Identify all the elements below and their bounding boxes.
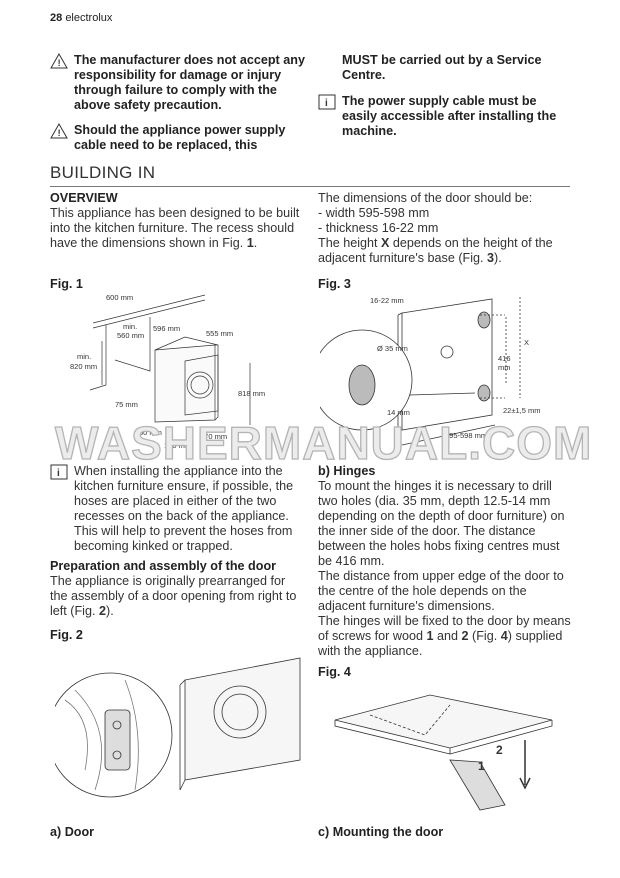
door-thickness: - thickness 16-22 mm	[318, 221, 439, 235]
fig2-label: Fig. 2	[50, 628, 83, 642]
dim-label: 170 mm	[200, 432, 227, 441]
door-dimensions: The dimensions of the door should be: - …	[318, 191, 573, 266]
text: The appliance is originally prearranged …	[50, 574, 297, 618]
dim-label: 560 mm	[117, 331, 144, 340]
overview-text: This appliance has been designed to be b…	[50, 206, 302, 251]
brand-name: electrolux	[65, 12, 113, 24]
text: ).	[106, 604, 114, 618]
dim-label: 60 mm	[139, 428, 162, 437]
dim-label: 100 mm	[164, 441, 191, 450]
dim-label: 555 mm	[206, 329, 233, 338]
svg-text:i: i	[57, 468, 60, 479]
callout-1: 1	[478, 759, 485, 773]
fig-ref: 1	[246, 236, 254, 250]
text: and	[433, 629, 462, 643]
dim-label: 14 mm	[387, 408, 410, 417]
hinges-p2: The distance from upper edge of the door…	[318, 569, 564, 613]
door-width: - width 595-598 mm	[318, 206, 430, 220]
text: ) supplied with the appliance.	[318, 629, 563, 658]
svg-text:!: !	[58, 128, 61, 138]
dim-label: mm	[498, 363, 511, 372]
section-divider	[50, 186, 570, 187]
callout-2: 2	[496, 743, 503, 757]
dim-label: min.	[77, 352, 91, 361]
info-text: When installing the appliance into the k…	[74, 464, 294, 553]
overview-heading: OVERVIEW	[50, 191, 118, 205]
hinges-p3: The hinges will be fixed to the door by …	[318, 614, 573, 659]
text: This appliance has been designed to be b…	[50, 206, 300, 250]
hinges-heading: b) Hinges	[318, 464, 376, 478]
dim-label: 600 mm	[106, 293, 133, 302]
watermark: WASHERMANUAL.COM	[54, 416, 593, 469]
overview-block: OVERVIEW This appliance has been designe…	[50, 191, 302, 251]
text: The hinges will be fixed to the door by …	[318, 614, 571, 643]
info-install: i When installing the appliance into the…	[50, 464, 302, 554]
warning-cable: ! Should the appliance power supply cabl…	[50, 123, 305, 153]
fig4-label: Fig. 4	[318, 665, 351, 679]
fig-ref: 4	[500, 629, 508, 643]
warning-text: MUST be carried out by a Service Centre.	[342, 53, 542, 82]
dim-label: 820 mm	[70, 362, 97, 371]
text: (Fig.	[468, 629, 501, 643]
fig2-door-hinge-diagram	[55, 657, 301, 798]
fig2-caption: a) Door	[50, 825, 95, 839]
hinges-p1: To mount the hinges it is necessary to d…	[318, 479, 565, 568]
fig3-label: Fig. 3	[318, 277, 351, 291]
fig3-door-diagram: 16-22 mm Ø 35 mm X 416 mm 14 mm 22±1,5 m…	[320, 296, 540, 446]
door-intro: The dimensions of the door should be:	[318, 191, 533, 205]
fig-ref: 2	[99, 604, 107, 618]
warning-triangle-icon: !	[50, 123, 68, 139]
prep-heading: Preparation and assembly of the door	[50, 559, 277, 573]
door-height: The height X depends on the height of th…	[318, 236, 573, 266]
info-icon: i	[318, 94, 336, 110]
warning-triangle-icon: !	[50, 53, 68, 69]
warning-manufacturer: ! The manufacturer does not accept any r…	[50, 53, 305, 113]
dim-label: 818 mm	[238, 389, 265, 398]
fig4-mounting-diagram: 1 2	[334, 694, 553, 811]
page-header: 28 electrolux	[50, 12, 112, 24]
fig-ref: 3	[487, 251, 495, 265]
svg-text:!: !	[58, 58, 61, 68]
warning-continuation: MUST be carried out by a Service Centre.	[318, 53, 573, 83]
dim-label: X	[524, 338, 529, 347]
fig4-caption: c) Mounting the door	[318, 825, 444, 839]
dim-label: 75 mm	[115, 400, 138, 409]
prep-block: Preparation and assembly of the door The…	[50, 559, 302, 619]
info-power-cable: i The power supply cable must be easily …	[318, 94, 573, 139]
warning-text: Should the appliance power supply cable …	[74, 123, 286, 152]
dim-label: Ø 35 mm	[377, 344, 408, 353]
fig1-label: Fig. 1	[50, 277, 83, 291]
info-text: The power supply cable must be easily ac…	[342, 94, 557, 138]
text: The height	[318, 236, 382, 250]
fig1-recess-diagram: 600 mm min. 560 mm 596 mm 555 mm min. 82…	[70, 293, 265, 450]
text: depends on the height of the adjacent fu…	[318, 236, 553, 265]
dim-label: 596 mm	[153, 324, 180, 333]
dim-label: 16-22 mm	[370, 296, 404, 305]
page-number: 28	[50, 12, 63, 24]
dim-label: 595-598 mm	[445, 431, 487, 440]
info-icon: i	[50, 464, 68, 480]
text: ).	[494, 251, 502, 265]
prep-text: The appliance is originally prearranged …	[50, 574, 302, 619]
warning-text: The manufacturer does not accept any res…	[74, 53, 305, 112]
hinges-block: b) Hinges To mount the hinges it is nece…	[318, 464, 573, 659]
svg-text:i: i	[325, 98, 328, 109]
screw-ref: 1	[426, 629, 434, 643]
dim-label: min.	[123, 322, 137, 331]
var-x: X	[381, 236, 390, 250]
text: .	[253, 236, 258, 250]
screw-ref: 2	[461, 629, 469, 643]
section-title: BUILDING IN	[50, 163, 156, 182]
dim-label: 22±1,5 mm	[503, 406, 540, 415]
dim-label: 416	[498, 354, 511, 363]
